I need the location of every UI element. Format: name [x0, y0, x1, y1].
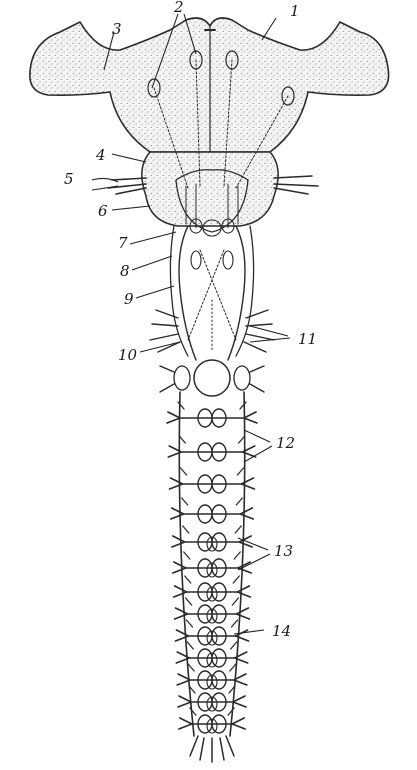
- ventral-ganglion-segment: [167, 402, 257, 427]
- label-3: 3: [112, 20, 122, 38]
- label-6: 6: [98, 202, 108, 220]
- ventral-ganglion-segment: [178, 686, 246, 711]
- first-ventral-ganglion: [160, 360, 264, 396]
- label-14: 14: [272, 622, 291, 640]
- label-8: 8: [120, 262, 130, 280]
- label-10: 10: [118, 346, 138, 364]
- label-1: 1: [290, 2, 300, 20]
- ventral-ganglion-segment: [170, 468, 255, 493]
- tail-nerves: [190, 736, 234, 762]
- ventral-ganglion-segment: [175, 598, 250, 623]
- label-13: 13: [274, 542, 293, 560]
- label-9: 9: [124, 290, 134, 308]
- ventral-ganglion-segment: [173, 552, 251, 577]
- nerve-cords-anterior: [170, 226, 253, 360]
- label-4: 4: [95, 146, 106, 164]
- label-5: 5: [64, 170, 74, 188]
- subesophageal-lobes: [142, 152, 278, 236]
- ventral-ganglion-segment: [168, 436, 255, 461]
- label-2: 2: [173, 0, 184, 16]
- ventral-nerve-chain: [167, 392, 257, 736]
- ventral-ganglion-segment: [171, 498, 254, 523]
- label-7: 7: [118, 234, 128, 252]
- label-11: 11: [298, 330, 317, 348]
- cerebral-ganglion: [30, 18, 389, 152]
- ventral-ganglion-segment: [174, 576, 251, 601]
- ventral-ganglion-segment: [179, 708, 245, 733]
- label-12: 12: [276, 434, 295, 452]
